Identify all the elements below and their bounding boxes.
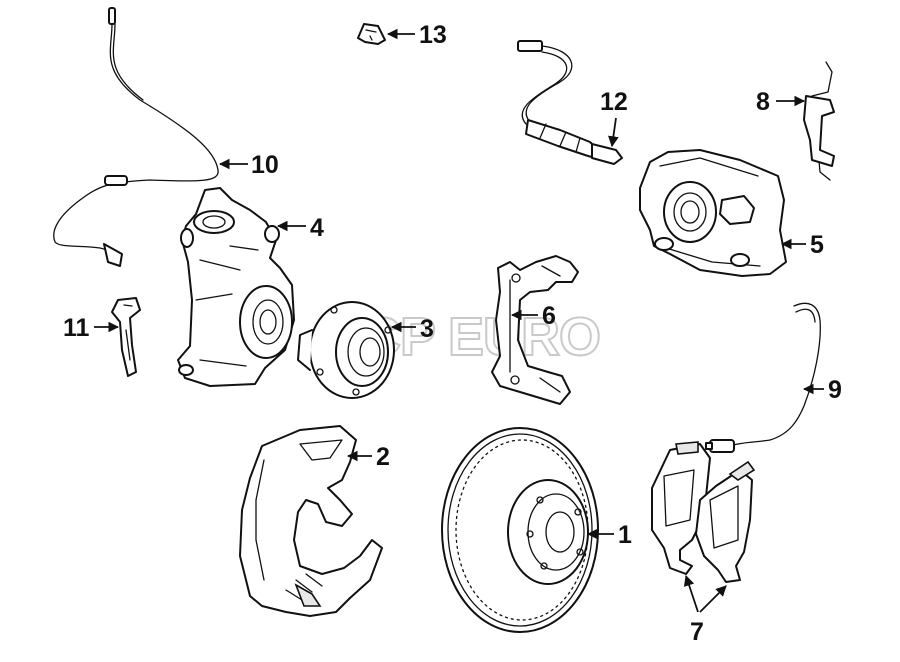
callout-7: 7 (690, 618, 704, 646)
callout-5: 5 (810, 231, 824, 259)
part-6-caliper-bracket (491, 255, 579, 405)
callout-labels: 1 2 3 4 5 6 7 8 9 10 11 12 13 (63, 21, 842, 646)
part-3-wheel-hub (297, 301, 395, 399)
callout-11: 11 (63, 314, 90, 342)
callout-3: 3 (420, 315, 434, 343)
callout-6: 6 (542, 302, 556, 330)
part-1-brake-rotor (441, 427, 599, 633)
callout-10: 10 (251, 151, 279, 179)
part-13-clip (357, 23, 386, 45)
callout-12: 12 (600, 88, 628, 116)
part-10-abs-sensor (53, 7, 219, 267)
callout-9: 9 (828, 376, 842, 404)
part-5-brake-caliper (639, 149, 787, 277)
part-2-splash-shield (239, 425, 383, 617)
part-12-brake-hose (517, 40, 623, 165)
callout-1: 1 (618, 521, 632, 549)
part-8-spring-clip (803, 61, 835, 181)
leader-12 (608, 117, 619, 148)
callout-8: 8 (756, 88, 770, 116)
leader-7b (699, 585, 727, 613)
part-4-steering-knuckle (177, 187, 295, 387)
callout-2: 2 (376, 443, 390, 471)
part-7-brake-pads (651, 441, 756, 583)
part-11-bracket (111, 297, 141, 377)
leader-lines (94, 28, 824, 613)
callout-4: 4 (310, 214, 324, 242)
leader-7a (683, 574, 699, 613)
callout-13: 13 (419, 21, 447, 49)
part-9-wear-sensor (705, 302, 821, 453)
